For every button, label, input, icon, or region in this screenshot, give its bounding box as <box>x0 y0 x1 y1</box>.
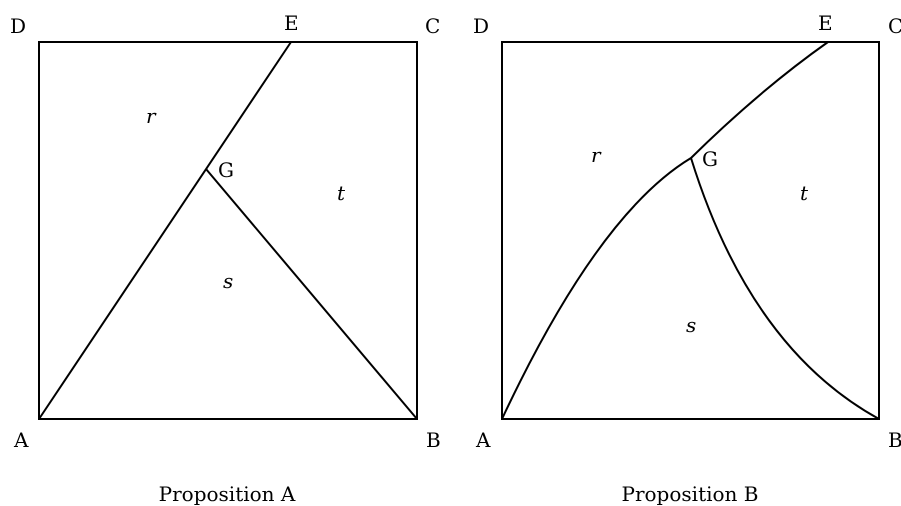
prop-b-arc-ae <box>501 41 829 420</box>
prop-b-vertex-g: G <box>702 147 718 171</box>
prop-a-square <box>38 41 418 420</box>
prop-a-line-ae <box>38 41 292 420</box>
prop-a-caption: Proposition A <box>159 482 296 506</box>
prop-a-vertex-a: A <box>13 428 29 452</box>
prop-a-vertex-b: B <box>426 428 441 452</box>
prop-a-region-r: r <box>146 104 157 128</box>
proposition-b: D E C G A B r t s Proposition B <box>473 11 901 506</box>
prop-b-region-s: s <box>686 313 696 337</box>
prop-a-region-t: t <box>337 181 346 205</box>
prop-b-vertex-e: E <box>818 11 833 35</box>
prop-b-region-r: r <box>591 143 602 167</box>
prop-b-arc-gb <box>690 157 880 420</box>
prop-b-caption: Proposition B <box>622 482 759 506</box>
prop-b-region-t: t <box>800 181 809 205</box>
prop-b-vertex-d: D <box>473 14 489 38</box>
prop-b-square <box>501 41 880 420</box>
prop-a-region-s: s <box>223 269 233 293</box>
proposition-a: D E C G A B r t s Proposition A <box>10 11 441 506</box>
prop-b-vertex-a: A <box>475 428 491 452</box>
prop-a-line-gb <box>205 168 418 420</box>
prop-a-vertex-e: E <box>284 11 299 35</box>
prop-a-vertex-g: G <box>218 158 234 182</box>
prop-b-vertex-b: B <box>888 428 901 452</box>
prop-a-vertex-c: C <box>425 14 440 38</box>
prop-b-vertex-c: C <box>888 14 901 38</box>
prop-a-vertex-d: D <box>10 14 26 38</box>
